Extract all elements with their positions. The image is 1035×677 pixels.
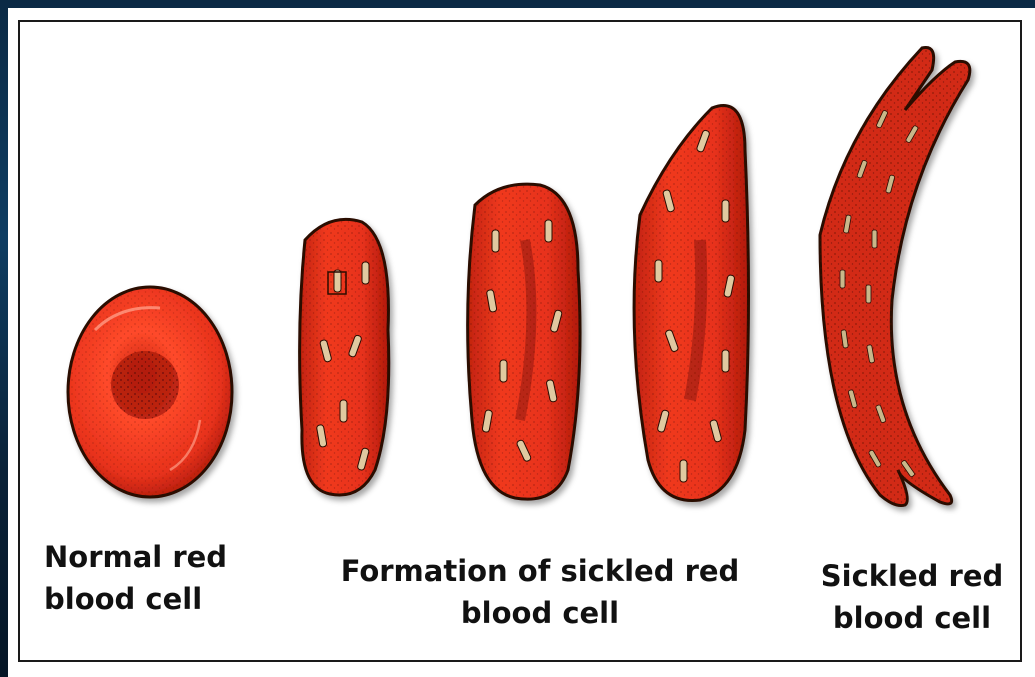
forming-cell-stage-2 — [468, 184, 580, 499]
label-formation-line1: Formation of sickled red — [330, 550, 750, 592]
normal-red-blood-cell — [68, 287, 232, 497]
forming-cell-stage-1 — [300, 219, 389, 495]
label-normal-cell: Normal red blood cell — [44, 536, 227, 620]
label-formation: Formation of sickled red blood cell — [330, 550, 750, 634]
label-sickled-line1: Sickled red — [812, 555, 1012, 597]
label-formation-line2: blood cell — [330, 592, 750, 634]
sickled-red-blood-cell — [820, 47, 970, 505]
label-normal-line1: Normal red — [44, 536, 227, 578]
label-sickled-line2: blood cell — [812, 597, 1012, 639]
forming-cell-stage-3 — [634, 106, 748, 501]
label-normal-line2: blood cell — [44, 578, 227, 620]
label-sickled-cell: Sickled red blood cell — [812, 555, 1012, 639]
